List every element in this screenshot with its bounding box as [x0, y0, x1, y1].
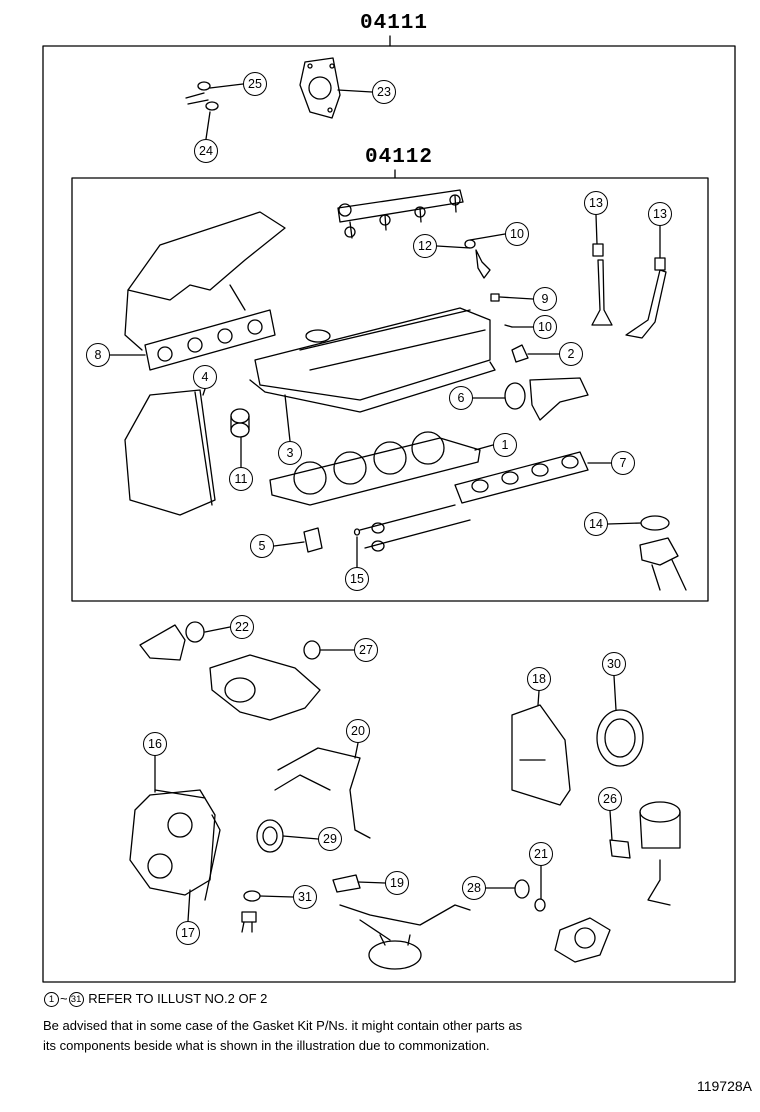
callout-10b: 10	[533, 315, 557, 339]
inner-kit-frame	[71, 169, 709, 602]
part-24-25-washers	[185, 81, 219, 111]
callout-15: 15	[345, 567, 369, 591]
callout-19: 19	[385, 871, 409, 895]
part-15-pipe	[353, 504, 471, 552]
range-separator: ~	[60, 991, 68, 1006]
part-9-10-12-sensor	[464, 239, 513, 328]
part-11-oil-seal	[230, 408, 250, 438]
part-26-egr-valve	[609, 801, 681, 906]
callout-25: 25	[243, 72, 267, 96]
callout-9: 9	[533, 287, 557, 311]
callout-8: 8	[86, 343, 110, 367]
part-13-valves	[591, 243, 667, 339]
part-21-28-vsv	[514, 879, 611, 963]
part-1-head-gasket	[269, 431, 481, 506]
callout-14: 14	[584, 512, 608, 536]
part-30-oil-seal	[596, 709, 644, 767]
part-3-cam-cover	[249, 307, 496, 413]
callout-24: 24	[194, 139, 218, 163]
part-18-gasket	[511, 704, 571, 806]
callout-16: 16	[143, 732, 167, 756]
part-14-gasket	[639, 515, 687, 591]
part-16-17-cover	[129, 789, 221, 901]
illustration-code: 119728A	[696, 1078, 752, 1094]
callout-11: 11	[229, 467, 253, 491]
callout-22: 22	[230, 615, 254, 639]
callout-2: 2	[559, 342, 583, 366]
callout-27: 27	[354, 638, 378, 662]
outer-kit-frame	[42, 35, 736, 983]
part-23-gasket	[299, 57, 341, 119]
part-7-exhaust-gasket	[454, 451, 589, 504]
callout-17: 17	[176, 921, 200, 945]
part-4-timing-cover	[124, 389, 216, 516]
part-31-bolt	[241, 890, 261, 933]
leader-lines	[109, 83, 661, 922]
refer-text: REFER TO ILLUST NO.2 OF 2	[88, 991, 268, 1006]
callout-10a: 10	[505, 222, 529, 246]
callout-30: 30	[602, 652, 626, 676]
part-5-gasket	[303, 527, 323, 553]
callout-20: 20	[346, 719, 370, 743]
part-2-clip	[511, 344, 529, 363]
callout-4: 4	[193, 365, 217, 389]
callout-28: 28	[462, 876, 486, 900]
part-19-oil-strainer	[332, 874, 471, 970]
range-start-badge: 1	[44, 992, 59, 1008]
callout-26: 26	[598, 787, 622, 811]
callout-18: 18	[527, 667, 551, 691]
callout-23: 23	[372, 80, 396, 104]
outer-kit-code: 04111	[360, 12, 429, 35]
callout-3: 3	[278, 441, 302, 465]
inner-kit-code: 04112	[365, 146, 434, 169]
range-end-badge: 31	[68, 992, 84, 1008]
advisory-line-1: Be advised that in some case of the Gask…	[43, 1018, 523, 1033]
callout-1: 1	[493, 433, 517, 457]
part-6-water-outlet	[504, 377, 589, 421]
callout-29: 29	[318, 827, 342, 851]
callout-21: 21	[529, 842, 553, 866]
callout-12: 12	[413, 234, 437, 258]
part-20-gasket	[274, 747, 371, 839]
callout-6: 6	[449, 386, 473, 410]
advisory-line-2: its components beside what is shown in t…	[43, 1038, 490, 1053]
callout-13a: 13	[584, 191, 608, 215]
refer-note: 1~31 REFER TO ILLUST NO.2 OF 2	[43, 991, 268, 1008]
part-8-intake-manifold	[124, 211, 286, 371]
callout-13b: 13	[648, 202, 672, 226]
part-29-oil-seal	[256, 819, 284, 853]
fuel-rail	[337, 189, 464, 239]
callout-5: 5	[250, 534, 274, 558]
part-22-27-water-pump	[139, 621, 321, 721]
callout-31: 31	[293, 885, 317, 909]
callout-7: 7	[611, 451, 635, 475]
